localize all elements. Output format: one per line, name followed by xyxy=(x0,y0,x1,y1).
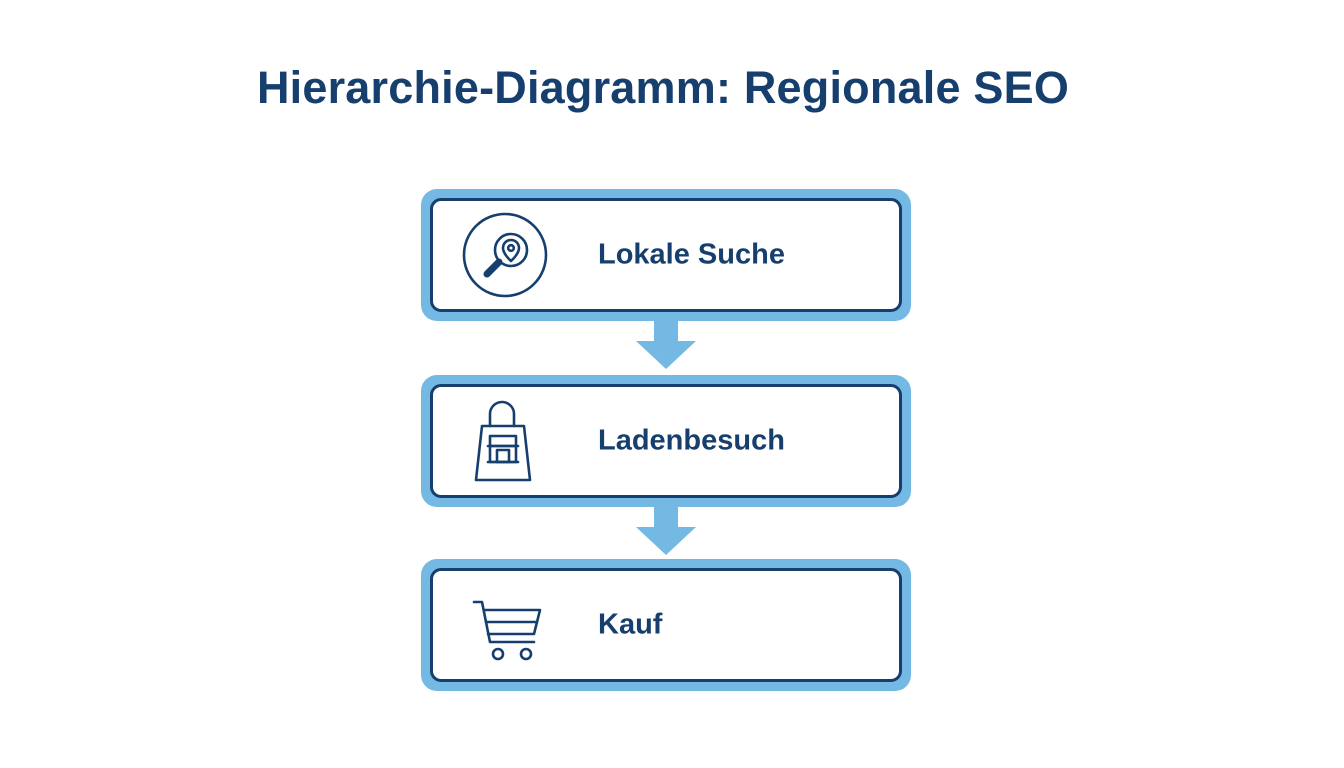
step-box-inner: Lokale Suche xyxy=(430,198,902,312)
shopping-cart-icon xyxy=(460,580,550,670)
search-location-icon xyxy=(460,210,550,300)
step-label: Lokale Suche xyxy=(598,238,785,271)
step-label: Kauf xyxy=(598,608,663,641)
step-label: Ladenbesuch xyxy=(598,424,785,457)
hierarchy-diagram: Lokale Suche Ladenbesuch xyxy=(421,189,911,691)
shopping-bag-store-icon xyxy=(460,396,550,486)
step-box-inner: Ladenbesuch xyxy=(430,384,902,498)
down-arrow-icon xyxy=(636,507,696,557)
diagram-title: Hierarchie-Diagramm: Regionale SEO xyxy=(256,62,1070,113)
step-box-inner: Kauf xyxy=(430,568,902,682)
step-box-kauf: Kauf xyxy=(421,559,911,691)
step-box-ladenbesuch: Ladenbesuch xyxy=(421,375,911,507)
down-arrow-icon xyxy=(636,321,696,371)
step-box-lokale-suche: Lokale Suche xyxy=(421,189,911,321)
